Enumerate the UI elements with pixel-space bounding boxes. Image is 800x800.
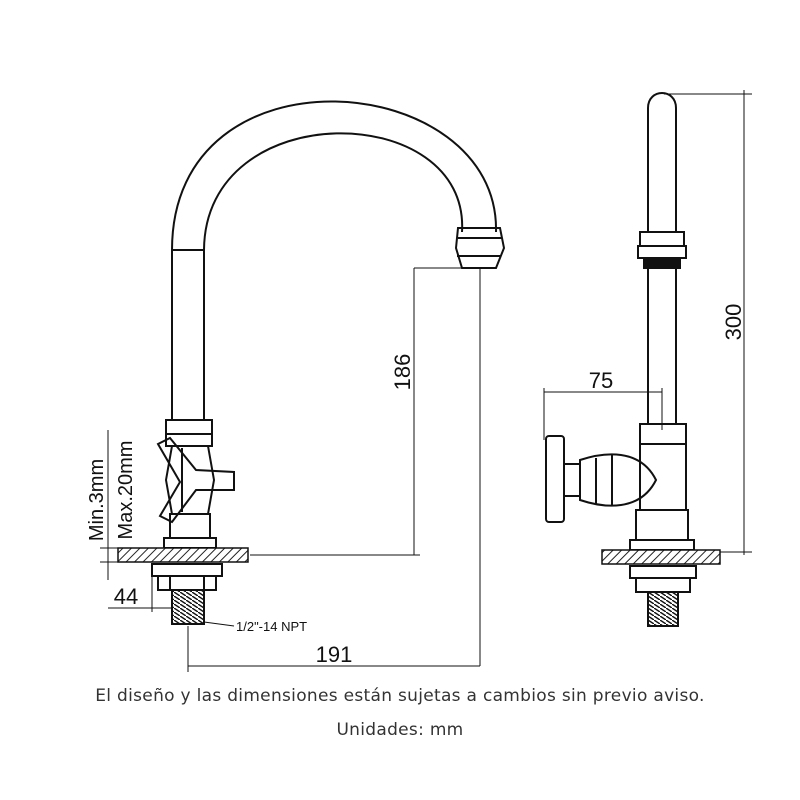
spout-outer-outline [171,100,498,420]
disclaimer-text: El diseño y las dimensiones están sujeta… [95,686,705,706]
dim-max-thickness: Max.20mm [115,441,137,540]
dim-spout-height: 186 [390,354,415,391]
side-view [545,92,695,551]
front-mount-hardware [151,563,223,625]
countertop-side [601,549,721,565]
dim-min-thickness: Min.3mm [86,459,108,541]
spout-inner-outline [203,132,464,420]
side-handle-plate [545,435,565,523]
aerator [454,227,506,269]
front-view [156,100,506,549]
thread-spec-label: 1/2"-14 NPT [236,619,307,634]
units-text: Unidades: mm [336,720,464,740]
side-spout-tube [647,92,677,232]
cross-handle [156,436,235,524]
side-handle-knob [579,453,658,507]
dim-total-height: 300 [721,304,746,341]
front-dimension-lines [100,267,481,672]
dim-side-projection: 75 [589,368,613,393]
dim-reach: 191 [316,642,353,667]
side-dimension-lines [543,90,752,555]
side-mount-hardware [629,565,697,627]
countertop-front [117,547,249,563]
dim-thread-length: 44 [114,584,138,609]
